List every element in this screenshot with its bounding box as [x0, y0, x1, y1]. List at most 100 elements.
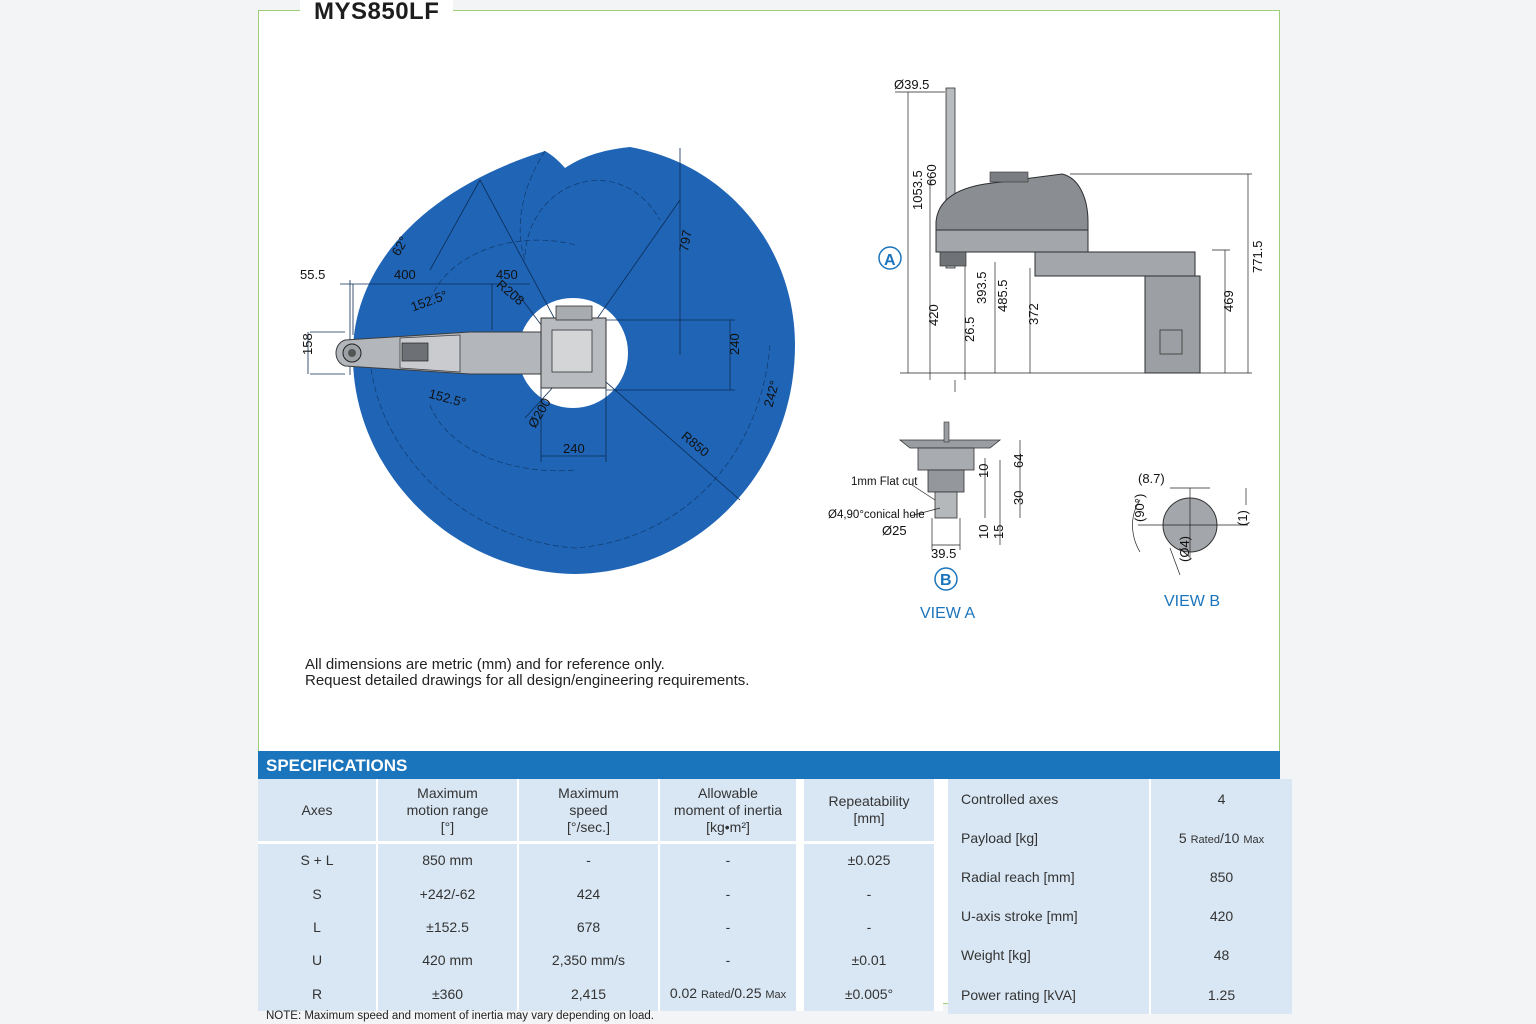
spec-label: Radial reach [mm]: [948, 857, 1151, 897]
view-a-drawing: B 1mm Flat cut Ø4,90°conical hole Ø25 39…: [828, 421, 1026, 622]
dim-420: 420: [926, 304, 941, 326]
spec-label: Payload [kg]: [948, 818, 1151, 858]
cell-repeat: ±0.01: [804, 944, 943, 978]
spec-row: Power rating [kVA]1.25: [948, 974, 1292, 1015]
marker-b: B: [940, 572, 952, 589]
spec-label: U-axis stroke [mm]: [948, 896, 1151, 936]
dim-26-5: 26.5: [962, 317, 977, 342]
view-b-drawing: (8.7) (90°) (1) (Ø4) VIEW B: [1132, 471, 1250, 610]
dim-372: 372: [1026, 303, 1041, 325]
dim-90deg: (90°): [1132, 494, 1147, 522]
spec-value: 5 Rated/10 Max: [1151, 818, 1292, 858]
footnote: NOTE: Maximum speed and moment of inerti…: [266, 1010, 654, 1022]
dim-30: 30: [1011, 491, 1026, 505]
cell-range: ±152.5: [378, 910, 519, 945]
cell-speed: 2,415: [519, 977, 660, 1011]
table-row: S +242/-62 424 - -: [258, 877, 943, 911]
dim-485-5: 485.5: [995, 279, 1010, 312]
note-metric: All dimensions are metric (mm) and for r…: [305, 656, 665, 673]
dim-39-5-view-a: 39.5: [931, 546, 956, 561]
ball-screw-shaft: [945, 87, 956, 269]
robot-second-arm: [1034, 251, 1196, 277]
cell-range: 420 mm: [378, 944, 519, 978]
table-row: U 420 mm 2,350 mm/s - ±0.01: [258, 944, 943, 978]
spec-label: Power rating [kVA]: [948, 974, 1151, 1015]
marker-a: A: [884, 252, 896, 269]
marker-a-circle: [878, 246, 902, 270]
specifications-header: SPECIFICATIONS: [258, 751, 1280, 779]
cell-axis: S: [258, 877, 378, 911]
label-conical-hole: Ø4,90°conical hole: [828, 509, 925, 521]
view-b-caption: VIEW B: [1164, 593, 1220, 610]
col-axes: Axes: [258, 779, 378, 844]
dim-393-5: 393.5: [974, 271, 989, 304]
cell-inertia: -: [660, 844, 804, 878]
spec-label: Weight [kg]: [948, 935, 1151, 975]
dim-10-top: 10: [976, 464, 991, 478]
dim-450: 450: [496, 267, 518, 282]
cell-axis: U: [258, 944, 378, 978]
dim-d4: (Ø4): [1177, 536, 1192, 562]
cell-inertia: -: [660, 877, 804, 911]
dim-15: 15: [991, 525, 1006, 539]
spec-label: Controlled axes: [948, 779, 1151, 819]
cell-speed: 678: [519, 910, 660, 945]
dim-469: 469: [1221, 290, 1236, 312]
cell-inertia: -: [660, 910, 804, 945]
cell-speed: 424: [519, 877, 660, 911]
dim-d25: Ø25: [882, 523, 907, 538]
dim-771-5: 771.5: [1250, 240, 1265, 273]
cell-repeat: ±0.025: [804, 844, 943, 878]
dim-400: 400: [394, 267, 416, 282]
table-row: S + L 850 mm - - ±0.025: [258, 844, 943, 878]
cell-range: 850 mm: [378, 844, 519, 878]
top-view: 55.5 400 450 62° 152.5° R208 158 152.5° …: [300, 147, 795, 574]
dim-10-bottom: 10: [976, 525, 991, 539]
spec-value: 850: [1151, 857, 1292, 897]
label-flat-cut: 1mm Flat cut: [851, 476, 918, 488]
model-title: MYS850LF: [300, 0, 454, 26]
spec-row: Radial reach [mm]850: [948, 857, 1292, 897]
robot-column: [1144, 275, 1201, 374]
spec-row: Weight [kg]48: [948, 935, 1292, 975]
cell-speed: 2,350 mm/s: [519, 944, 660, 978]
side-view: A Ø39.5 1053.5 660 420 393.5 485.5 26.5 …: [878, 77, 1265, 392]
table-row: R ±360 2,415 0.02 Rated/0.25 Max ±0.005°: [258, 977, 943, 1011]
cell-range: ±360: [378, 977, 519, 1011]
dim-d39-5: Ø39.5: [894, 77, 929, 92]
cell-repeat: ±0.005°: [804, 977, 943, 1011]
dim-1053-5: 1053.5: [910, 170, 925, 210]
dim-660: 660: [924, 164, 939, 186]
spec-value: 4: [1151, 779, 1292, 819]
cell-repeat: -: [804, 910, 943, 945]
cell-axis: L: [258, 910, 378, 945]
cell-speed: -: [519, 844, 660, 878]
col-repeatability: Repeatability[mm]: [804, 779, 943, 844]
spec-value: 48: [1151, 935, 1292, 975]
spec-value: 420: [1151, 896, 1292, 936]
table-row: L ±152.5 678 - -: [258, 910, 943, 945]
view-a-caption: VIEW A: [920, 605, 975, 622]
dim-64: 64: [1011, 454, 1026, 468]
spec-value: 1.25: [1151, 974, 1292, 1015]
cell-inertia: -: [660, 944, 804, 978]
cell-axis: R: [258, 977, 378, 1011]
cell-inertia: 0.02 Rated/0.25 Max: [660, 977, 804, 1011]
spec-row: U-axis stroke [mm]420: [948, 896, 1292, 936]
cell-repeat: -: [804, 877, 943, 911]
dim-797: 797: [676, 229, 695, 253]
cell-axis: S + L: [258, 844, 378, 878]
note-request-drawings: Request detailed drawings for all design…: [305, 672, 750, 689]
dim-240-vertical: 240: [727, 333, 742, 355]
dim-240-horizontal: 240: [563, 441, 585, 456]
cell-range: +242/-62: [378, 877, 519, 911]
marker-b-circle: [934, 567, 958, 591]
dim-55-5: 55.5: [300, 267, 325, 282]
dim-1: (1): [1235, 510, 1250, 526]
